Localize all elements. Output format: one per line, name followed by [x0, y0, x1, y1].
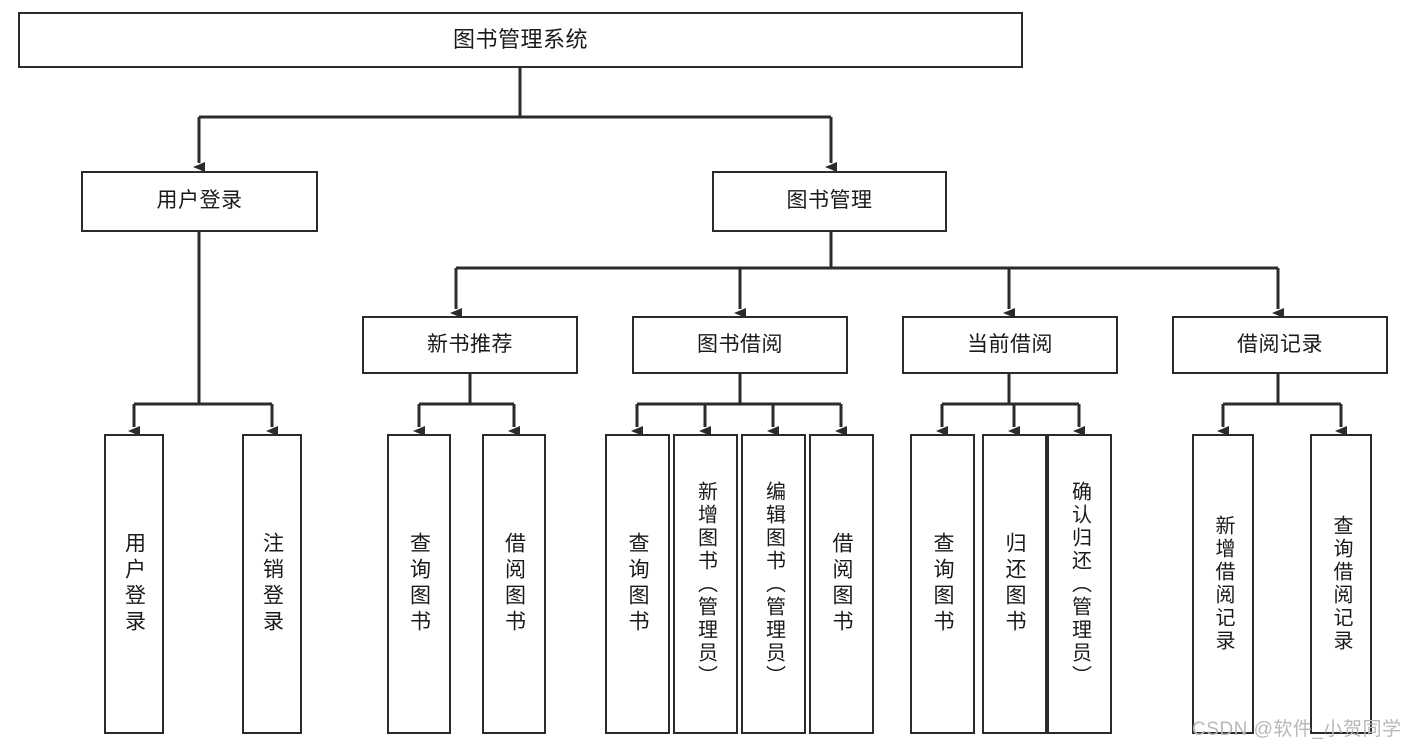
node-leaf-borrow-book-label: 借阅图书	[830, 532, 853, 636]
node-current-borrow[interactable]: 当前借阅	[902, 316, 1118, 374]
node-borrow-records-label: 借阅记录	[1237, 332, 1323, 356]
node-leaf-add-borrow-record-label: 新增借阅记录	[1212, 515, 1234, 653]
edge-group-book-mgmt	[450, 232, 1284, 318]
edge-group-user-login	[128, 232, 278, 436]
node-leaf-query-borrow-record-label: 查询借阅记录	[1330, 515, 1352, 653]
watermark: CSDN @软件_小贺同学	[1192, 719, 1402, 740]
node-leaf-query-book-current[interactable]: 查询图书	[910, 434, 975, 734]
node-book-management[interactable]: 图书管理	[712, 171, 947, 232]
node-leaf-user-login[interactable]: 用户登录	[104, 434, 164, 734]
node-leaf-logout-label: 注销登录	[260, 532, 284, 636]
edge-group-root	[193, 68, 837, 172]
node-leaf-edit-book-admin-label: 编辑图书（管理员）	[762, 480, 785, 688]
node-leaf-return-book-label: 归还图书	[1003, 532, 1026, 636]
node-leaf-confirm-return-admin[interactable]: 确认归还（管理员）	[1047, 434, 1112, 734]
node-leaf-return-book[interactable]: 归还图书	[982, 434, 1047, 734]
node-leaf-add-borrow-record[interactable]: 新增借阅记录	[1192, 434, 1254, 734]
node-leaf-query-borrow-record[interactable]: 查询借阅记录	[1310, 434, 1372, 734]
node-leaf-borrow-book-recommend[interactable]: 借阅图书	[482, 434, 546, 734]
node-user-login-label: 用户登录	[156, 189, 243, 213]
node-leaf-query-book-current-label: 查询图书	[931, 532, 954, 636]
node-user-login[interactable]: 用户登录	[81, 171, 318, 232]
node-book-borrow-label: 图书借阅	[697, 332, 783, 356]
node-leaf-add-book-admin-label: 新增图书（管理员）	[694, 480, 717, 688]
node-book-management-label: 图书管理	[786, 189, 873, 213]
node-leaf-query-book-borrow-label: 查询图书	[626, 532, 649, 636]
node-leaf-user-login-label: 用户登录	[122, 532, 146, 636]
node-leaf-query-book-recommend[interactable]: 查询图书	[387, 434, 451, 734]
node-leaf-borrow-book[interactable]: 借阅图书	[809, 434, 874, 734]
node-leaf-add-book-admin[interactable]: 新增图书（管理员）	[673, 434, 738, 734]
node-leaf-borrow-book-recommend-label: 借阅图书	[502, 532, 526, 636]
node-leaf-query-book-borrow[interactable]: 查询图书	[605, 434, 670, 734]
node-current-borrow-label: 当前借阅	[967, 332, 1053, 356]
edge-group-records	[1217, 374, 1347, 436]
node-new-book-recommend-label: 新书推荐	[427, 332, 513, 356]
node-book-borrow[interactable]: 图书借阅	[632, 316, 848, 374]
node-root-label: 图书管理系统	[452, 27, 588, 53]
node-leaf-logout[interactable]: 注销登录	[242, 434, 302, 734]
node-root[interactable]: 图书管理系统	[18, 12, 1023, 68]
edge-group-new-book	[413, 374, 520, 436]
edge-group-current	[936, 374, 1085, 436]
node-leaf-edit-book-admin[interactable]: 编辑图书（管理员）	[741, 434, 806, 734]
node-new-book-recommend[interactable]: 新书推荐	[362, 316, 578, 374]
node-borrow-records[interactable]: 借阅记录	[1172, 316, 1388, 374]
node-leaf-query-book-recommend-label: 查询图书	[407, 532, 431, 636]
edge-group-borrow	[631, 374, 847, 436]
node-leaf-confirm-return-admin-label: 确认归还（管理员）	[1068, 480, 1091, 688]
